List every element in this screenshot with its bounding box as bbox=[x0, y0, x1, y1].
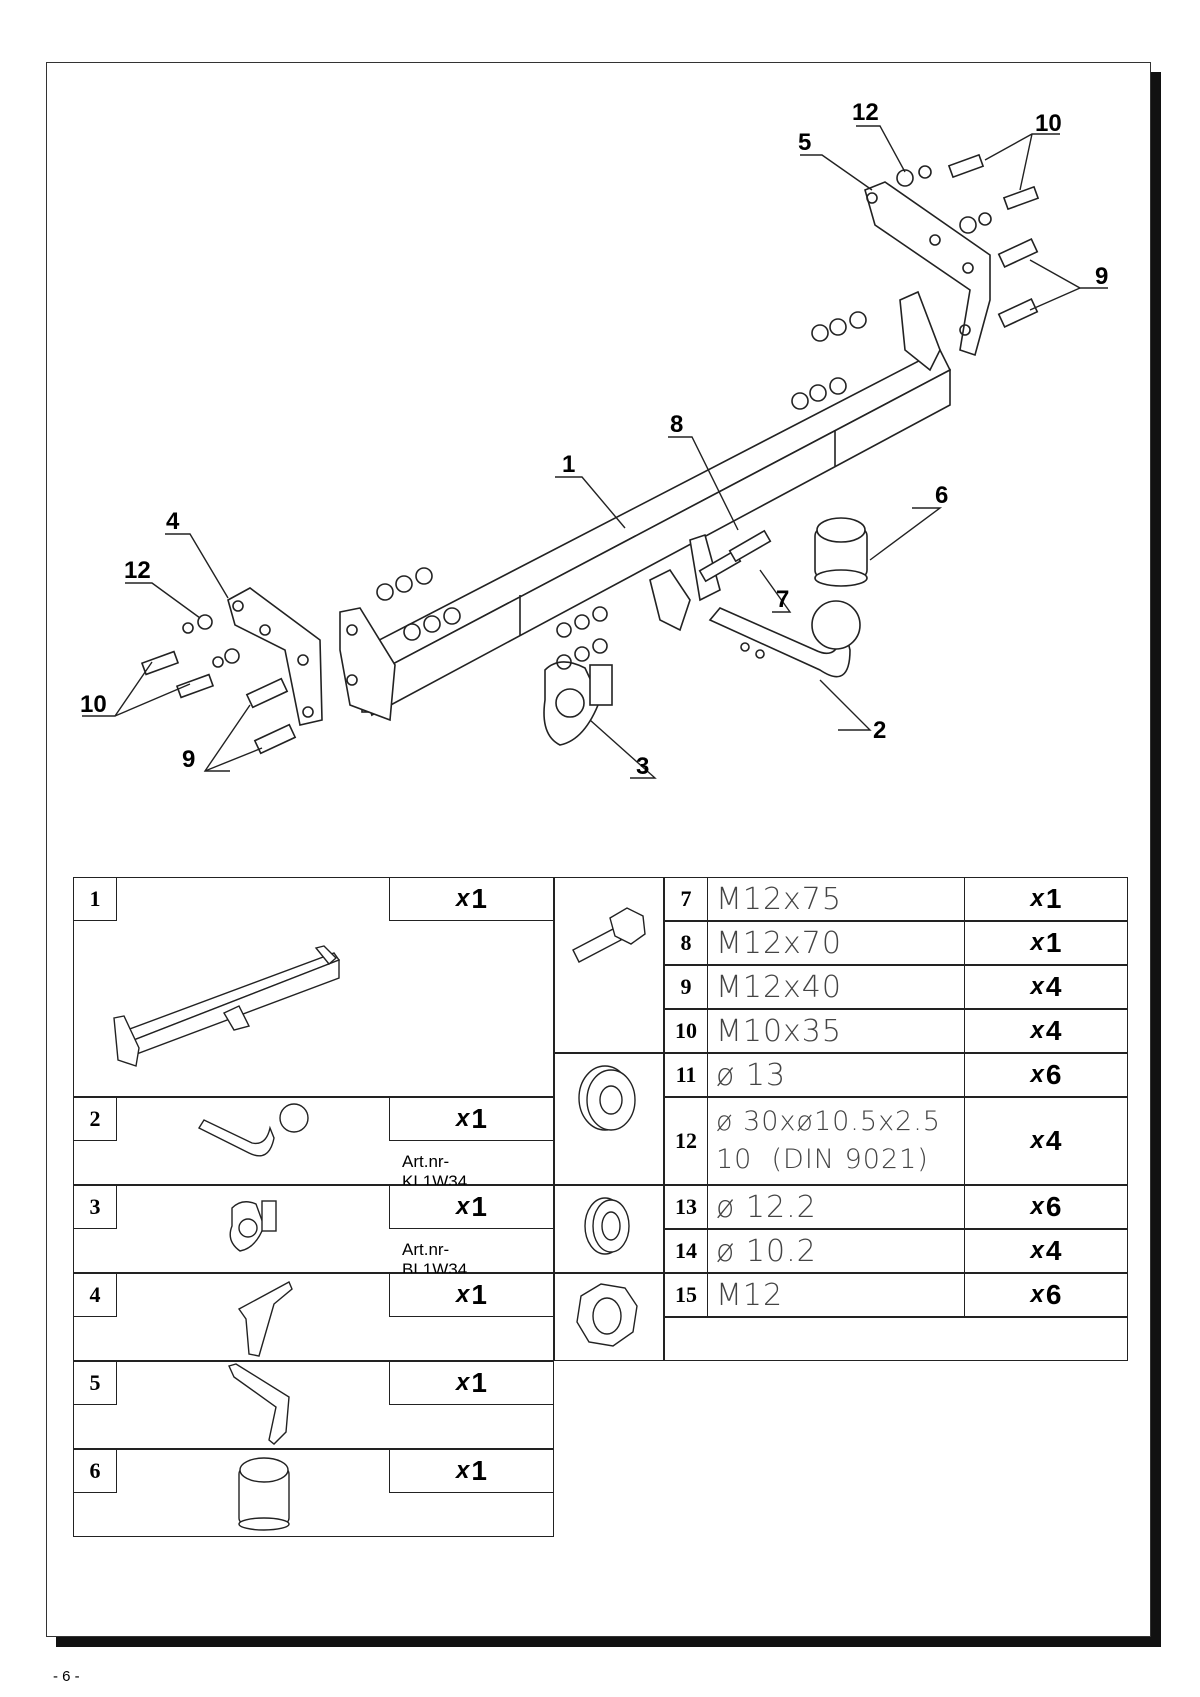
page-number: - 6 - bbox=[53, 1668, 80, 1685]
part-spec-line-2: 10 (DIN 9021) bbox=[716, 1144, 929, 1175]
ball-cover-drawing bbox=[814, 517, 868, 587]
callout-leaders bbox=[82, 125, 1108, 779]
part-row-4 bbox=[73, 1273, 554, 1361]
callout-6: 6 bbox=[935, 482, 948, 509]
right-bracket-thumbnail-icon bbox=[228, 1363, 290, 1445]
callout-8: 8 bbox=[670, 411, 683, 438]
part-row-6 bbox=[73, 1449, 554, 1537]
part-number: 6 bbox=[73, 1449, 117, 1493]
part-spec: ø 30xø10.5x2.5 10 (DIN 9021) bbox=[707, 1097, 965, 1185]
part-row-5 bbox=[73, 1361, 554, 1449]
part-number: 14 bbox=[664, 1229, 708, 1273]
part-number: 9 bbox=[664, 965, 708, 1009]
spring-washer-icon bbox=[584, 1197, 630, 1255]
nut-icon bbox=[576, 1283, 638, 1347]
part-row-1 bbox=[73, 877, 554, 1097]
socket-plate-thumbnail-icon bbox=[229, 1200, 277, 1252]
callout-7: 7 bbox=[776, 586, 789, 613]
right-bracket-drawing bbox=[864, 181, 991, 357]
part-row-3 bbox=[73, 1185, 554, 1273]
nut-icon-cell bbox=[554, 1273, 664, 1361]
part-spec: ø 10.2 bbox=[707, 1229, 965, 1273]
part-spec: ø 12.2 bbox=[707, 1185, 965, 1229]
callout-1: 1 bbox=[562, 451, 575, 478]
part-number: 5 bbox=[73, 1361, 117, 1405]
washer-nut-drawings bbox=[182, 165, 992, 670]
part-number: 13 bbox=[664, 1185, 708, 1229]
bolt-icon-cell bbox=[554, 877, 664, 1053]
part-spec: M12x70 bbox=[707, 921, 965, 965]
sheet-shadow-bottom bbox=[56, 1637, 1161, 1647]
ball-neck-thumbnail-icon bbox=[197, 1103, 309, 1157]
crossbar-drawing bbox=[339, 290, 952, 722]
part-spec: M12x75 bbox=[707, 877, 965, 921]
part-number: 7 bbox=[664, 877, 708, 921]
callout-12-right: 12 bbox=[852, 99, 879, 126]
part-number: 4 bbox=[73, 1273, 117, 1317]
part-number: 8 bbox=[664, 921, 708, 965]
bolt-drawings bbox=[140, 153, 1040, 755]
part-number: 10 bbox=[664, 1009, 708, 1053]
callout-10-right: 10 bbox=[1035, 110, 1062, 137]
flat-washer-icon bbox=[578, 1065, 636, 1131]
callout-9-left: 9 bbox=[182, 746, 195, 773]
empty-row bbox=[664, 1317, 1128, 1361]
part-number: 2 bbox=[73, 1097, 117, 1141]
ball-cover-thumbnail-icon bbox=[238, 1457, 290, 1531]
exploded-assembly-drawing: 1 2 3 4 5 6 7 8 9 9 10 10 12 12 bbox=[80, 99, 1108, 780]
part-number: 11 bbox=[664, 1053, 708, 1097]
callout-12-left: 12 bbox=[124, 557, 151, 584]
sheet-shadow-right bbox=[1151, 72, 1161, 1647]
flat-washer-icon-cell bbox=[554, 1053, 664, 1185]
spring-washer-icon-cell bbox=[554, 1185, 664, 1273]
callout-9-right: 9 bbox=[1095, 263, 1108, 290]
ball-neck-drawing bbox=[708, 600, 861, 678]
socket-plate-drawing bbox=[543, 661, 613, 746]
part-spec: ø 13 bbox=[707, 1053, 965, 1097]
part-row-2 bbox=[73, 1097, 554, 1185]
callout-4: 4 bbox=[166, 508, 180, 535]
part-number: 15 bbox=[664, 1273, 708, 1317]
part-spec: M10x35 bbox=[707, 1009, 965, 1053]
callout-10-left: 10 bbox=[80, 691, 107, 718]
callout-2: 2 bbox=[873, 717, 886, 744]
callout-5: 5 bbox=[798, 129, 811, 156]
left-bracket-thumbnail-icon bbox=[237, 1281, 293, 1357]
part-spec: M12x40 bbox=[707, 965, 965, 1009]
left-bracket-drawing bbox=[227, 587, 323, 726]
part-number: 3 bbox=[73, 1185, 117, 1229]
crossbar-thumbnail-icon bbox=[113, 945, 341, 1067]
bolt-icon bbox=[572, 907, 646, 963]
part-spec-line-1: ø 30xø10.5x2.5 bbox=[716, 1106, 941, 1137]
part-spec: M12 bbox=[707, 1273, 965, 1317]
part-number: 12 bbox=[664, 1097, 708, 1185]
callout-3: 3 bbox=[636, 753, 649, 780]
